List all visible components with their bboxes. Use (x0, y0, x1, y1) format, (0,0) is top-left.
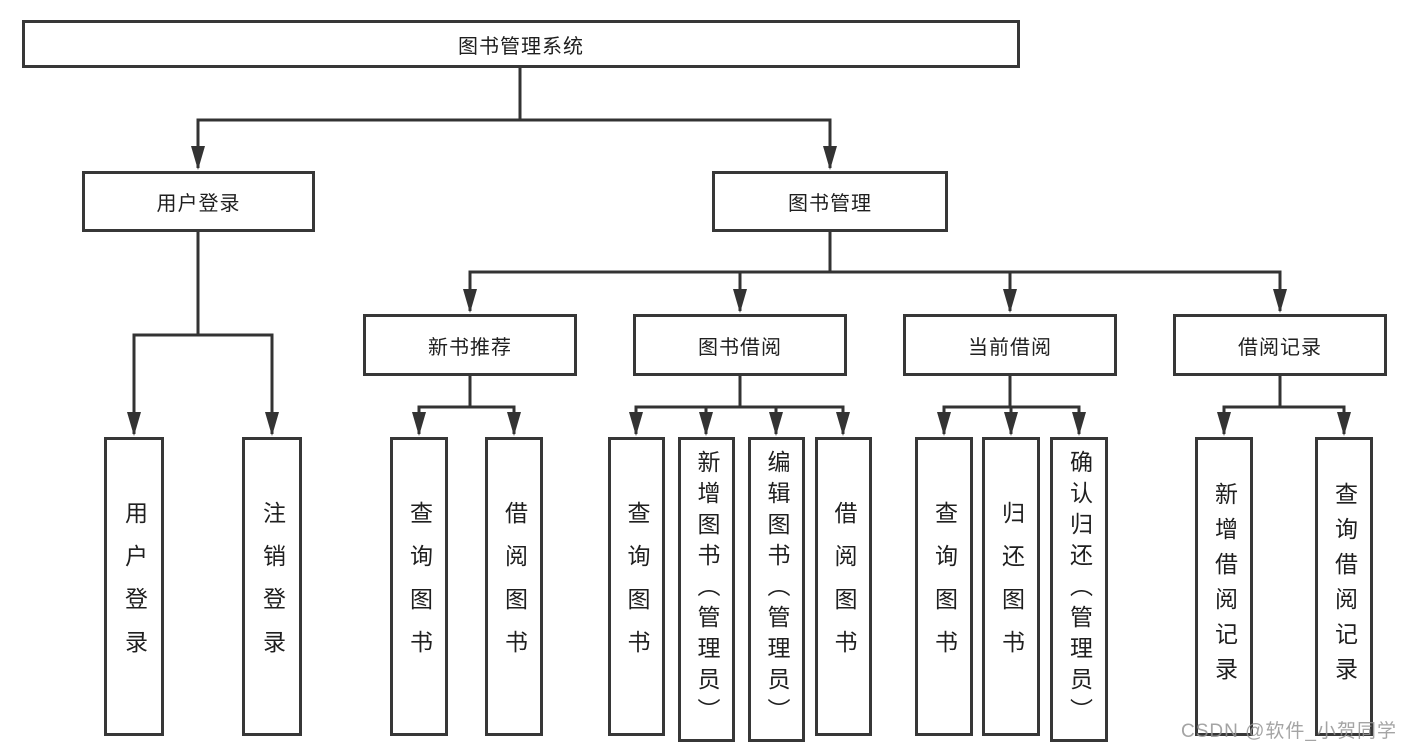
node-leaf-query-borrow-record: 查询借阅记录 (1315, 437, 1373, 736)
node-leaf-add-books-admin: 新增图书（管理员） (678, 437, 735, 742)
node-leaf-logout: 注销登录 (242, 437, 302, 736)
node-book-mgmt-branch: 图书管理 (712, 171, 948, 232)
leaf-label: 确认归还（管理员） (1066, 450, 1093, 729)
node-leaf-user-login: 用户登录 (104, 437, 164, 736)
leaf-label: 新增借阅记录 (1211, 481, 1238, 692)
node-book-borrow: 图书借阅 (633, 314, 847, 376)
node-leaf-confirm-return-admin: 确认归还（管理员） (1050, 437, 1108, 742)
bus-root (196, 68, 832, 122)
node-new-book-recommend: 新书推荐 (363, 314, 577, 376)
node-leaf-edit-books-admin: 编辑图书（管理员） (748, 437, 805, 742)
node-leaf-query-books-1: 查询图书 (390, 437, 448, 736)
node-current-borrow: 当前借阅 (903, 314, 1117, 376)
bus-borrow-records (1222, 376, 1346, 409)
node-leaf-query-books-3: 查询图书 (915, 437, 973, 736)
leaf-label: 查询借阅记录 (1331, 481, 1358, 692)
connector-arrows (127, 120, 1351, 436)
bus-user-login (132, 232, 274, 337)
node-leaf-return-books: 归还图书 (982, 437, 1040, 736)
node-leaf-query-books-2: 查询图书 (608, 437, 665, 736)
node-root-system: 图书管理系统 (22, 20, 1020, 68)
leaf-label: 归还图书 (998, 500, 1025, 673)
leaf-label: 编辑图书（管理员） (764, 450, 790, 729)
node-leaf-add-borrow-record: 新增借阅记录 (1195, 437, 1253, 736)
node-leaf-borrow-books-2: 借阅图书 (815, 437, 872, 736)
leaf-label: 查询图书 (406, 500, 433, 673)
leaf-label: 新增图书（管理员） (694, 450, 720, 729)
bus-book-borrow (634, 376, 845, 409)
leaf-label: 借阅图书 (831, 500, 857, 673)
bus-book-mgmt (468, 232, 1282, 274)
leaf-label: 用户登录 (121, 500, 148, 673)
node-user-login-branch: 用户登录 (82, 171, 315, 232)
leaf-label: 查询图书 (931, 500, 958, 673)
leaf-label: 注销登录 (259, 500, 286, 673)
csdn-watermark: CSDN @软件_小贺同学 (1181, 721, 1397, 742)
bus-new-books (417, 376, 516, 409)
bus-current-borrow (942, 376, 1081, 409)
node-leaf-borrow-books-1: 借阅图书 (485, 437, 543, 736)
leaf-label: 查询图书 (624, 500, 650, 673)
leaf-label: 借阅图书 (501, 500, 528, 673)
node-borrow-records: 借阅记录 (1173, 314, 1387, 376)
